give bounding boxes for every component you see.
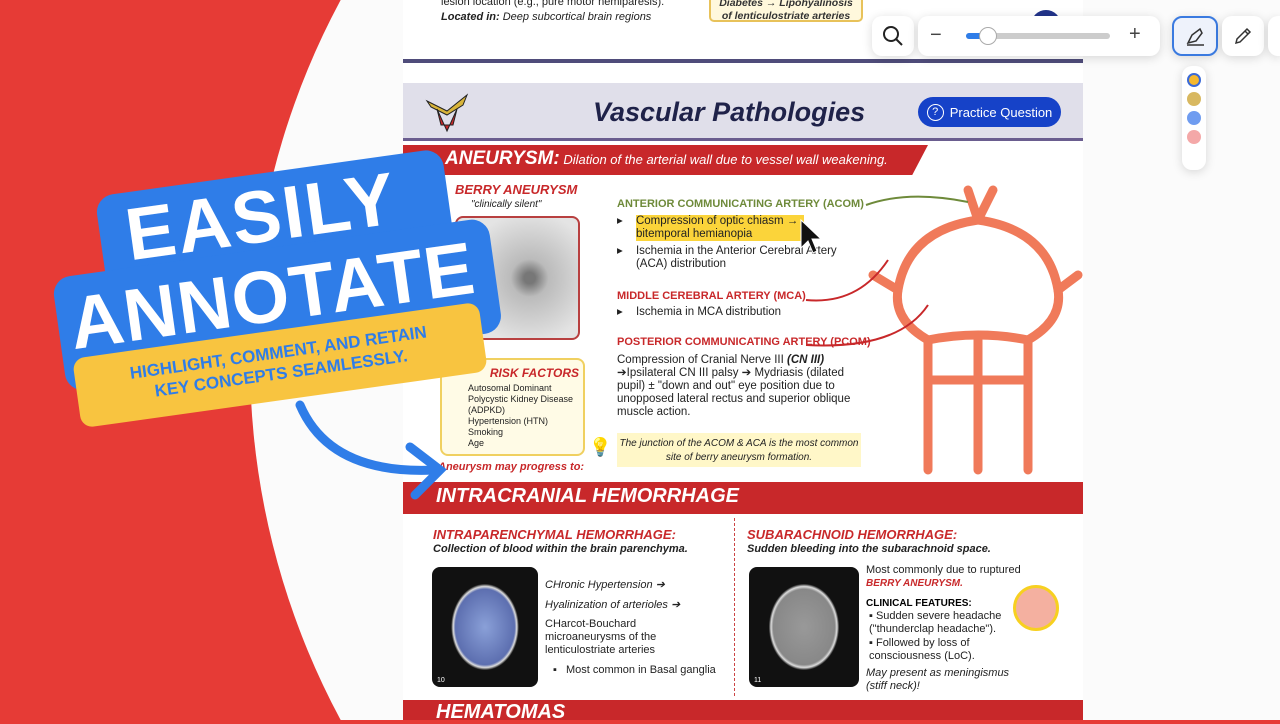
iph-line: CHarcot-Bouchard microaneurysms of the l… [545,618,657,656]
lightbulb-icon: 💡 [589,437,612,457]
pcom-line: Compression of Cranial Nerve III [617,354,788,366]
headache-face-icon [1013,585,1059,631]
risk-title: RISK FACTORS [489,366,579,380]
sah-definition: Sudden bleeding into the subarachnoid sp… [747,543,991,555]
iph-line: Hyalinization of arterioles ➔ [545,599,681,611]
risk-item: Age [468,438,485,448]
page-title: Vascular Pathologies [593,97,866,127]
mca-item: ▸ Ischemia in MCA distribution [617,306,782,318]
located-in: Located in: Deep subcortical brain regio… [441,11,651,23]
highlighter-button[interactable] [1172,16,1218,56]
risk-item: Smoking [468,427,504,437]
document-page: lesion location (e.g., pure motor hemipa… [403,0,1083,723]
clinical-title: CLINICAL FEATURES: [866,598,972,609]
sah-cause-red: BERRY ANEURYSM. [866,578,963,589]
acom-item: ▸ Ischemia in the Anterior Cerebral Arte… [617,245,857,271]
color-swatch[interactable] [1187,73,1201,87]
iph-bullet-text: Most common in Basal ganglia [565,664,716,676]
sah-cause: Most commonly due to ruptured [866,564,1021,576]
box-line2: of lenticulostriate arteries [721,10,851,22]
iph-line: CHronic Hypertension ➔ [545,579,665,591]
cursor-icon [800,218,823,254]
iph-bullet: ▪ Most common in Basal ganglia [553,664,716,676]
hematomas-banner: HEMATOMAS [403,700,1083,723]
box-line1: Diabetes → Lipohyalinosis [719,0,853,9]
acom-title: ANTERIOR COMMUNICATING ARTERY (ACOM) [617,198,864,210]
more-tools[interactable] [1268,16,1280,56]
page-header: Vascular Pathologies ? Practice Question [403,83,1083,141]
tip-box: The junction of the ACOM & ACA is the mo… [617,433,861,467]
aneurysm-banner: ANEURYSM: Dilation of the arterial wall … [403,145,928,175]
color-swatch[interactable] [1187,130,1201,144]
progress-note: Aneurysm may progress to: [438,461,585,473]
clinical-item-text: Sudden severe headache ("thunderclap hea… [869,610,1002,635]
zoom-control: − + [918,16,1160,56]
aneurysm-definition: Dilation of the arterial wall due to ves… [563,152,888,167]
highlighter-icon [1186,27,1204,46]
practice-question-button[interactable]: ? Practice Question [918,97,1061,127]
practice-label: Practice Question [949,104,1053,120]
ct-scan-sah: 11 [749,567,859,687]
ct-label: 10 [437,677,445,684]
ich-banner: INTRACRANIAL HEMORRHAGE [403,482,1083,514]
clinical-item: ▪ Sudden severe headache ("thunderclap h… [869,610,1002,635]
iph-definition: Collection of blood within the brain par… [433,543,688,555]
acom-item: ▸ Compression of optic chiasm → bitempor… [617,215,827,241]
berry-title: BERRY ANEURYSM [455,182,578,197]
zoom-slider[interactable] [966,27,1110,45]
pencil-button[interactable] [1222,16,1264,56]
search-button[interactable] [872,16,914,56]
color-swatch[interactable] [1187,111,1201,125]
acom-item-text: Ischemia in the Anterior Cerebral Artery… [635,245,837,270]
located-value: Deep subcortical brain regions [499,11,652,23]
berry-subtitle: "clinically silent" [471,199,542,210]
zoom-slider-fill [966,33,988,39]
section-divider [403,59,1083,63]
risk-item: Hypertension (HTN) [468,416,549,426]
pcom-cn3: (CN III) [787,354,825,366]
aneurysm-label: ANEURYSM: [445,148,560,169]
artery-diagram [805,185,1083,475]
pcom-text: Compression of Cranial Nerve III (CN III… [617,354,862,419]
iph-title: INTRAPARENCHYMAL HEMORRHAGE: [433,527,676,542]
top-note: lesion location (e.g., pure motor hemipa… [441,0,665,8]
pcom-detail: ➔Ipsilateral CN III palsy ➔ Mydriasis (d… [617,367,851,418]
sah-title: SUBARACHNOID HEMORRHAGE: [747,527,958,542]
logo-icon [425,93,469,133]
zoom-in-button[interactable]: + [1129,23,1141,45]
located-label: Located in: [441,11,500,23]
risk-item: Autosomal Dominant Polycystic Kidney Dis… [468,383,574,415]
arrow-icon [295,400,447,500]
mca-item-text: Ischemia in MCA distribution [635,306,782,318]
zoom-slider-handle[interactable] [978,27,997,45]
pencil-icon [1234,27,1252,45]
mca-title: MIDDLE CEREBRAL ARTERY (MCA) [617,290,806,302]
question-icon: ? [926,103,944,121]
column-divider [734,518,735,696]
ct-scan-iph: 10 [432,567,538,687]
color-swatch[interactable] [1187,92,1201,106]
ct-label: 11 [754,677,762,684]
sah-note: May present as meningismus (stiff neck)! [866,667,1010,692]
zoom-out-button[interactable]: − [930,24,942,46]
color-palette [1182,66,1206,170]
highlighted-text[interactable]: Compression of optic chiasm → bitemporal… [635,215,804,241]
clinical-item-text: Followed by loss of consciousness (LoC). [869,637,975,662]
clinical-item: ▪ Followed by loss of consciousness (LoC… [869,637,975,662]
search-icon [883,26,903,46]
